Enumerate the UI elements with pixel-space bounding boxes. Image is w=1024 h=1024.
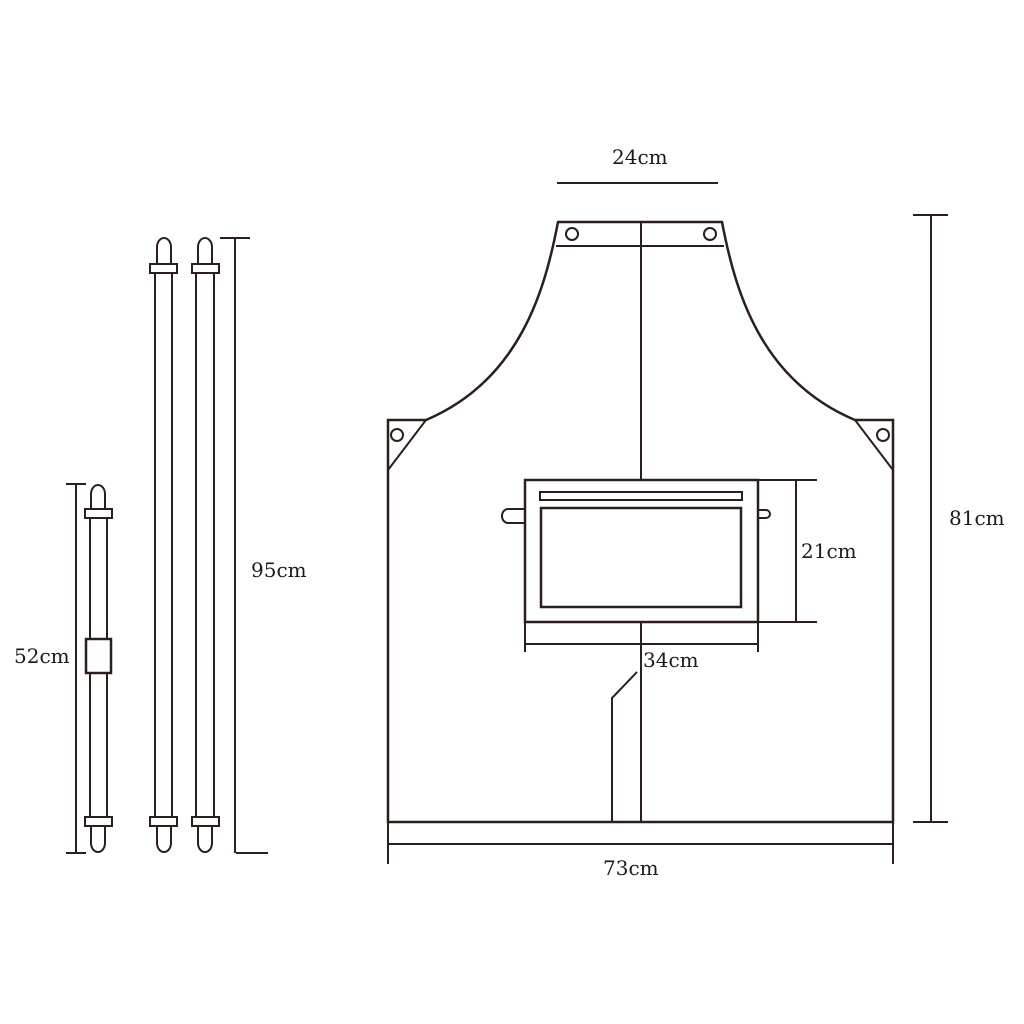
- pocket-height-dimension: 21cm: [758, 479, 857, 623]
- long-strap-right: [191, 237, 220, 853]
- long-strap-left: [149, 237, 178, 853]
- neck-width-label: 24cm: [612, 145, 668, 169]
- pocket-width-dimension: 34cm: [524, 622, 759, 672]
- grommet-side-right: [876, 428, 890, 442]
- short-strap-dimension: 52cm: [14, 483, 86, 854]
- total-height-dimension: 81cm: [913, 214, 1005, 823]
- grommet-side-left: [390, 428, 404, 442]
- pocket-width-label: 34cm: [643, 648, 699, 672]
- pocket-height-label: 21cm: [801, 539, 857, 563]
- apron-outline: [386, 220, 895, 845]
- bottom-width-label: 73cm: [603, 856, 659, 880]
- long-strap-length-label: 95cm: [251, 558, 307, 582]
- neck-width-dimension: 24cm: [557, 145, 718, 184]
- bottom-width-dimension: 73cm: [387, 844, 894, 880]
- short-strap-length-label: 52cm: [14, 644, 70, 668]
- grommet-top-left: [565, 227, 579, 241]
- grommets: [390, 227, 890, 442]
- long-strap-dimension: 95cm: [220, 237, 307, 854]
- short-strap: [84, 484, 113, 853]
- grommet-top-right: [703, 227, 717, 241]
- apron-pocket: [501, 478, 771, 624]
- total-height-label: 81cm: [949, 506, 1005, 530]
